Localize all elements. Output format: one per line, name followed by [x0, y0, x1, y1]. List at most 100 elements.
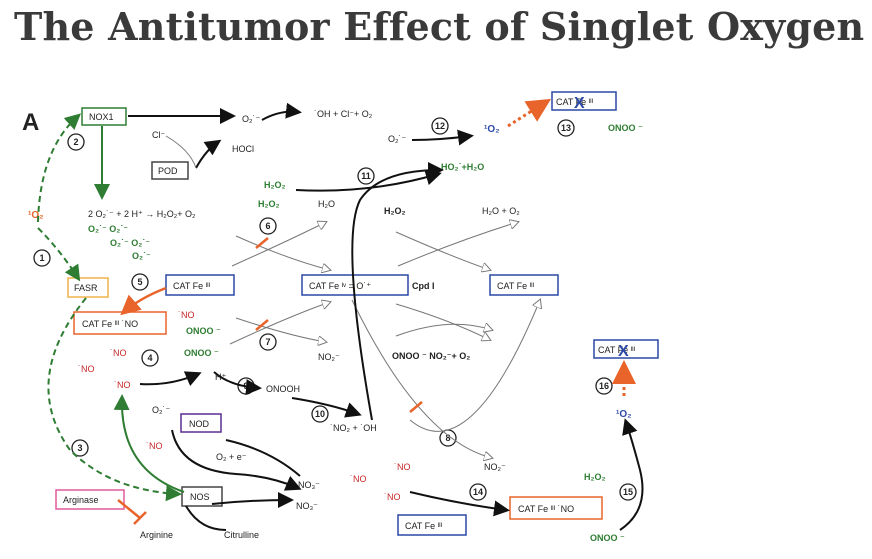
nitric-oxide-label: ˙NO	[114, 380, 131, 390]
nitric-oxide-label: ˙NO	[394, 462, 411, 472]
arrow	[291, 397, 362, 418]
step-number: 2	[73, 137, 78, 147]
singlet-oxygen-label: ¹O₂	[616, 409, 632, 420]
dashed-arrow	[47, 297, 182, 502]
superoxide-cluster-label: O₂˙⁻ O₂˙⁻	[88, 224, 128, 234]
page-title: The Antitumor Effect of Singlet Oxygen	[14, 4, 865, 49]
oh-products-label: ˙OH + Cl⁻+ O₂	[314, 109, 373, 119]
nitric-oxide-label: ˙NO	[110, 348, 127, 358]
cat-x-top-box: CAT Fe ᴵᴵᴵ X	[551, 91, 617, 112]
nos-box: NOS	[181, 486, 223, 507]
arrow	[295, 169, 442, 192]
arrow	[409, 491, 510, 517]
arrow	[397, 222, 518, 267]
step-3-marker: 3	[71, 439, 89, 457]
dashed-arrow	[37, 227, 81, 282]
peroxynitrite-label: ONOO ⁻	[590, 533, 625, 543]
inactivation-x-icon: X	[574, 95, 585, 112]
panel-label: A	[22, 109, 39, 136]
chloride-label: Cl⁻	[152, 130, 165, 140]
arginase-box: Arginase	[55, 489, 125, 510]
svg-text:FASR: FASR	[74, 283, 98, 293]
nitric-oxide-label: ˙NO	[350, 474, 367, 484]
cat-fe-iii-no-right-box: CAT Fe ᴵᴵᴵ ˙NO	[509, 496, 603, 520]
superoxide-cluster-label-3: O₂˙⁻	[132, 251, 151, 261]
arrow	[395, 231, 490, 270]
svg-text:CAT Fe ᴵᴵᴵ: CAT Fe ᴵᴵᴵ	[173, 281, 211, 291]
step-number: 14	[473, 487, 483, 497]
step-14-marker: 14	[469, 483, 487, 501]
cat-fe-left-box: CAT Fe ᴵᴵᴵ	[165, 274, 235, 296]
svg-text:CAT Fe ᴵᴵᴵ ˙NO: CAT Fe ᴵᴵᴵ ˙NO	[82, 319, 138, 329]
oxygen-electron-label: O₂ + e⁻	[216, 452, 247, 462]
arrow	[351, 299, 492, 458]
arrow	[395, 303, 490, 340]
svg-text:CAT Fe ᴵᴵᴵ: CAT Fe ᴵᴵᴵ	[598, 345, 636, 355]
step-7-marker: 7	[259, 333, 277, 351]
singlet-oxygen-label: ¹O₂	[28, 210, 44, 221]
h2o2-label: H₂O₂	[258, 199, 280, 209]
cat-fe-bottom-box: CAT Fe ᴵᴵᴵ	[397, 514, 467, 536]
svg-text:NOX1: NOX1	[89, 112, 114, 122]
step-number: 15	[623, 487, 633, 497]
arrow	[235, 235, 330, 270]
step-number: 10	[315, 409, 325, 419]
water-oxygen-label: H₂O + O₂	[482, 206, 520, 216]
peroxynitrite-label: ONOO ⁻	[186, 326, 221, 336]
superoxide-dismutation-label: 2 O₂˙⁻ + 2 H⁺ → H₂O₂+ O₂	[88, 209, 196, 219]
peroxynitrite-decay-label: ONOO ⁻ NO₂⁻+ O₂	[392, 351, 470, 361]
step-8-marker: 8	[439, 429, 457, 447]
step-1-marker: 1	[33, 249, 51, 267]
cpd-i-label: Cpd I	[412, 281, 435, 291]
arginine-label: Arginine	[140, 530, 173, 540]
step-6-marker: 6	[259, 217, 277, 235]
h2o2-label: H₂O₂	[264, 180, 286, 190]
nox1-box: NOX1	[81, 107, 127, 126]
step-number: 13	[561, 123, 571, 133]
svg-text:CAT Fe ᴵᴵᴵ: CAT Fe ᴵᴵᴵ	[405, 521, 443, 531]
inhibition-bar	[133, 511, 147, 525]
h2o2-label: H₂O₂	[584, 472, 606, 482]
step-number: 11	[361, 171, 371, 181]
svg-text:CAT Fe ᴵᵛ = O˙⁺: CAT Fe ᴵᵛ = O˙⁺	[309, 281, 371, 291]
svg-text:CAT Fe ᴵᴵᴵ: CAT Fe ᴵᴵᴵ	[497, 281, 535, 291]
radicals-label: ˙NO₂ + ˙OH	[330, 423, 377, 433]
cat-fe-right-box: CAT Fe ᴵᴵᴵ	[489, 274, 559, 296]
step-16-marker: 16	[595, 377, 613, 395]
peroxynitrous-acid-label: ONOOH	[266, 384, 300, 394]
step-number: 7	[265, 337, 270, 347]
arrow	[195, 139, 222, 169]
svg-text:POD: POD	[158, 166, 178, 176]
inhibition-bar	[255, 319, 269, 331]
svg-text:NOD: NOD	[189, 419, 210, 429]
arrow	[395, 324, 492, 337]
connector	[165, 135, 197, 169]
dotted-arrow	[507, 98, 552, 128]
superoxide-label: O₂˙⁻	[242, 114, 260, 124]
step-number: 5	[137, 277, 142, 287]
cat-fe-iii-no-left-box: CAT Fe ᴵᴵᴵ ˙NO	[73, 311, 167, 335]
step-12-marker: 12	[431, 117, 449, 135]
step-number: 6	[265, 221, 270, 231]
nitrate-label: NO₃⁻	[296, 501, 318, 511]
arrow	[211, 492, 294, 509]
svg-text:NOS: NOS	[190, 492, 210, 502]
cat-x-right-box: CAT Fe ᴵᴵᴵ X	[593, 339, 659, 360]
arrow	[139, 371, 202, 387]
nitrate-label: NO₃⁻	[298, 480, 320, 490]
arrow	[619, 418, 644, 531]
arrow	[120, 286, 167, 316]
superoxide-label: O₂˙⁻	[152, 405, 170, 415]
step-number: 16	[599, 381, 609, 391]
nitrite-label: NO₂⁻	[318, 352, 340, 362]
arrow	[261, 102, 302, 121]
svg-text:CAT Fe ᴵᴵᴵ: CAT Fe ᴵᴵᴵ	[556, 97, 594, 107]
nitric-oxide-label: ˙NO	[384, 492, 401, 502]
h2o2-label: H₂O₂	[384, 206, 406, 216]
arrow	[351, 162, 444, 421]
nitric-oxide-label: ˙NO	[146, 441, 163, 451]
step-15-marker: 15	[619, 483, 637, 501]
arrow	[409, 300, 540, 432]
